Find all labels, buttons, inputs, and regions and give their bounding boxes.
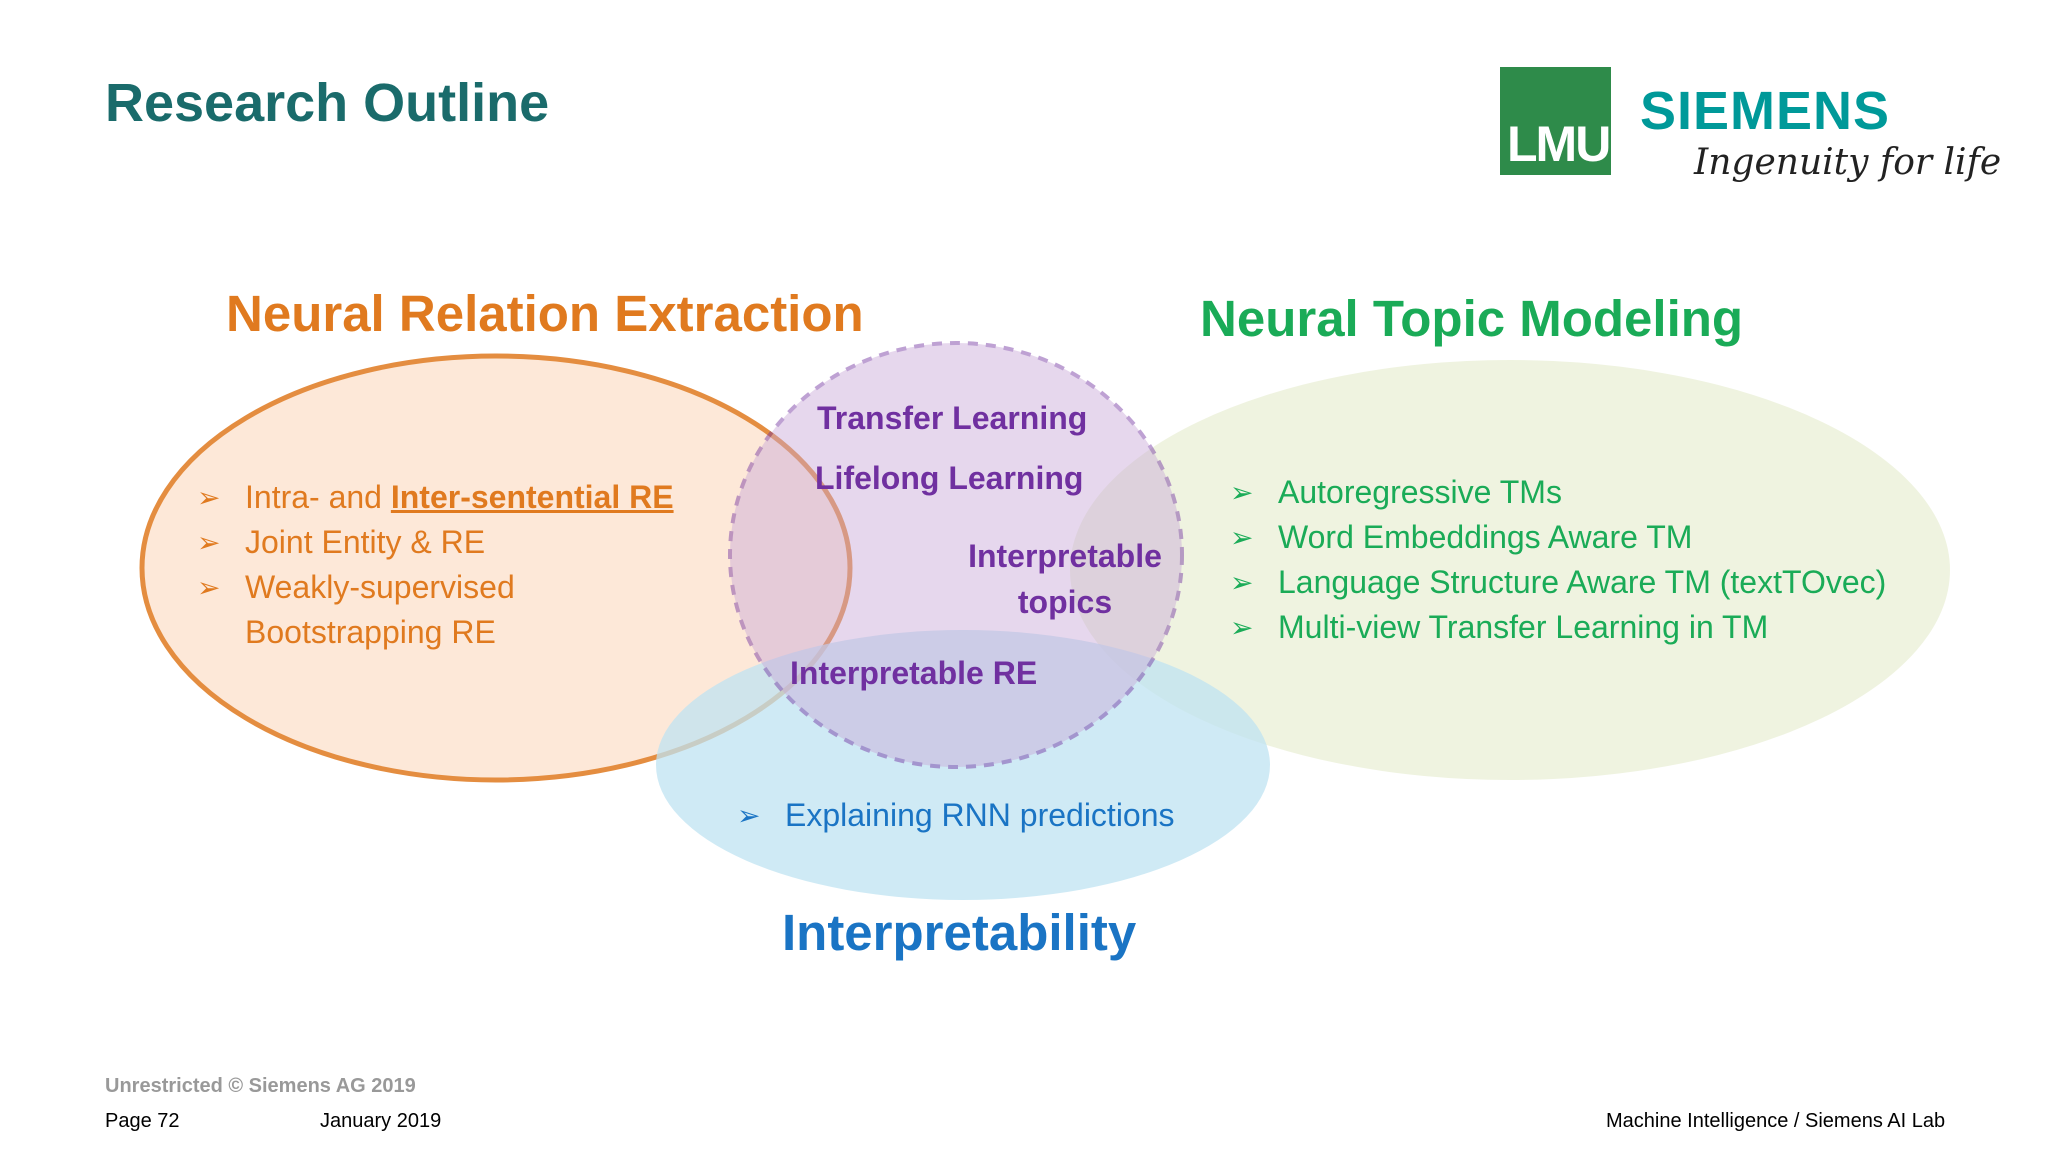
heading-neural-relation-extraction: Neural Relation Extraction	[226, 285, 864, 342]
bullet-text: Joint Entity & RE	[245, 524, 486, 560]
interpretability-bullet-list: ➢ Explaining RNN predictions	[737, 793, 1175, 838]
siemens-tagline: Ingenuity for life	[1694, 142, 2002, 183]
list-item: ➢ Weakly-supervised Bootstrapping RE	[197, 565, 674, 655]
label-interpretable-topics: Interpretable topics	[968, 538, 1162, 620]
label-lifelong-learning: Lifelong Learning	[815, 460, 1084, 496]
arrow-bullet-icon: ➢	[1230, 477, 1254, 508]
ntm-bullet-list: ➢ Autoregressive TMs ➢ Word Embeddings Awa…	[1230, 470, 1886, 650]
heading-interpretability: Interpretability	[782, 904, 1137, 961]
footer-date: January 2019	[320, 1110, 442, 1132]
slide-title: Research Outline	[105, 73, 550, 133]
bullet-text: Autoregressive TMs	[1278, 474, 1562, 510]
arrow-bullet-icon: ➢	[1230, 567, 1254, 598]
lmu-logo-text: LMU	[1507, 116, 1611, 172]
list-item: ➢ Multi-view Transfer Learning in TM	[1230, 605, 1886, 650]
center-circle	[728, 341, 1184, 769]
bullet-emphasis: Inter-sentential RE	[390, 479, 674, 515]
bullet-text: Explaining RNN predictions	[785, 797, 1175, 833]
list-item: ➢ Word Embeddings Aware TM	[1230, 515, 1886, 560]
list-item: ➢ Language Structure Aware TM (textTOvec)	[1230, 560, 1886, 605]
bullet-text: Word Embeddings Aware TM	[1278, 519, 1693, 555]
bullet-prefix: Intra- and	[245, 479, 391, 515]
arrow-bullet-icon: ➢	[197, 527, 221, 558]
bullet-text: Multi-view Transfer Learning in TM	[1278, 609, 1769, 645]
nre-bullet-list: ➢ Intra- and Inter-sentential RE ➢ Joint…	[197, 475, 674, 655]
list-item: ➢ Intra- and Inter-sentential RE	[197, 475, 674, 520]
arrow-bullet-icon: ➢	[197, 572, 221, 603]
heading-neural-topic-modeling: Neural Topic Modeling	[1200, 290, 1744, 347]
arrow-bullet-icon: ➢	[1230, 612, 1254, 643]
bullet-text: Language Structure Aware TM (textTOvec)	[1278, 564, 1887, 600]
footer-department: Machine Intelligence / Siemens AI Lab	[1606, 1110, 1946, 1132]
bullet-text: Weakly-supervised	[245, 569, 515, 605]
lmu-logo: LMU	[1500, 67, 1611, 175]
ntm-ellipse	[1070, 360, 1950, 780]
list-item: ➢ Explaining RNN predictions	[737, 793, 1175, 838]
arrow-bullet-icon: ➢	[1230, 522, 1254, 553]
interpretability-ellipse	[656, 630, 1270, 900]
label-interpretable-re: Interpretable RE	[790, 655, 1038, 691]
siemens-logo: SIEMENS	[1640, 81, 1891, 141]
arrow-bullet-icon: ➢	[737, 800, 761, 831]
footer-page-number: Page 72	[105, 1110, 180, 1132]
arrow-bullet-icon: ➢	[197, 482, 221, 513]
list-item: ➢ Joint Entity & RE	[197, 520, 674, 565]
bullet-continuation: Bootstrapping RE	[245, 614, 496, 650]
list-item: ➢ Autoregressive TMs	[1230, 470, 1886, 515]
footer-classification: Unrestricted © Siemens AG 2019	[105, 1075, 416, 1097]
nre-ellipse	[139, 353, 853, 783]
label-transfer-learning: Transfer Learning	[817, 400, 1088, 436]
